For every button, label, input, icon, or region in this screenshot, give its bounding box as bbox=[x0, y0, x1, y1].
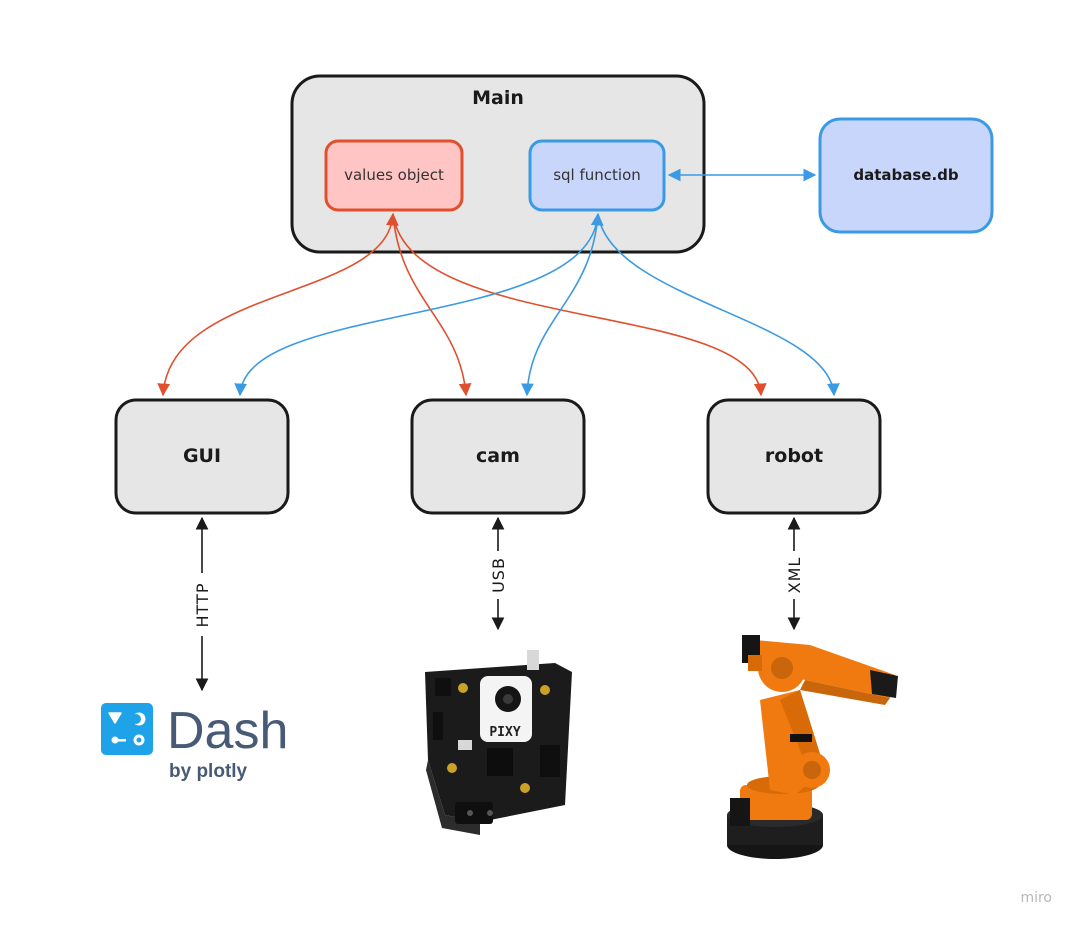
sql-cam-link bbox=[521, 213, 599, 397]
robot-node: robot bbox=[706, 398, 882, 515]
sql-gui-link bbox=[234, 212, 604, 397]
values-object-label: values object bbox=[344, 166, 444, 184]
gui-node: GUI bbox=[114, 398, 290, 515]
cam-label: cam bbox=[476, 445, 520, 467]
pixy-label: PIXY bbox=[489, 725, 520, 740]
miro-watermark: miro bbox=[1020, 890, 1052, 906]
sql-function-node: sql function bbox=[528, 139, 666, 212]
pixy-camera-image: PIXY bbox=[425, 650, 572, 835]
database-node: database.db bbox=[818, 117, 994, 234]
dash-wordmark: Dash bbox=[167, 702, 288, 760]
http-link: HTTP bbox=[193, 516, 212, 692]
values-object-node: values object bbox=[324, 139, 464, 212]
robot-label: robot bbox=[765, 445, 823, 467]
industrial-robot-image bbox=[727, 635, 898, 859]
sql-robot-link bbox=[597, 213, 840, 397]
xml-link: XML bbox=[785, 516, 804, 631]
gui-label: GUI bbox=[183, 445, 221, 467]
http-label: HTTP bbox=[193, 583, 212, 628]
dash-logo: Dash by plotly bbox=[101, 702, 288, 782]
sql-function-label: sql function bbox=[553, 166, 641, 184]
database-label: database.db bbox=[853, 166, 959, 184]
xml-label: XML bbox=[785, 557, 804, 594]
cam-node: cam bbox=[410, 398, 586, 515]
main-title: Main bbox=[472, 87, 524, 109]
usb-label: USB bbox=[489, 557, 508, 593]
dash-logo-icon bbox=[101, 703, 153, 755]
usb-link: USB bbox=[489, 516, 508, 631]
dash-byline: by plotly bbox=[169, 761, 248, 782]
